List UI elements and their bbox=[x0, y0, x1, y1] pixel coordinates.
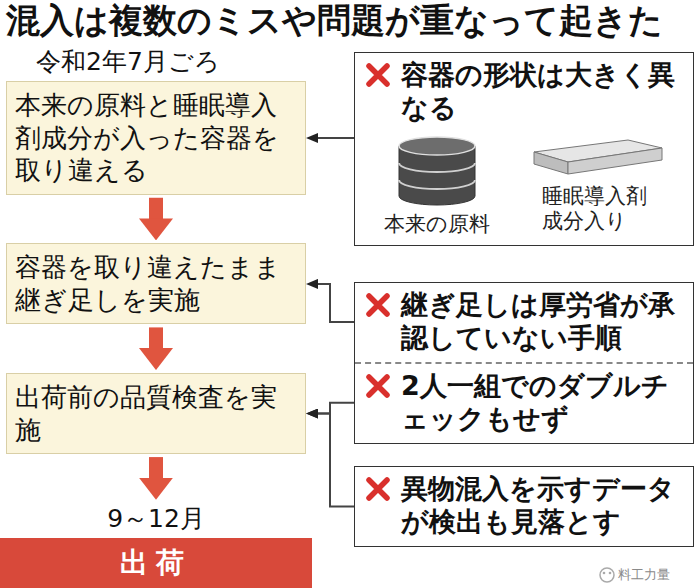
diagram-title: 混入は複数のミスや問題が重なって起きた bbox=[6, 0, 663, 41]
process-box: 出荷前の品質検査を実施 bbox=[6, 373, 306, 454]
box-shape: 本来の原料と睡眠導入剤成分が入った容器を取り違える bbox=[6, 81, 306, 195]
cause-text: 異物混入を示すデータが検出も見落とす bbox=[401, 473, 687, 539]
box-text: 本来の原料と睡眠導入剤成分が入った容器を取り違える bbox=[15, 89, 297, 187]
x-mark bbox=[364, 61, 392, 89]
cause-item: 異物混入を示すデータが検出も見落とす bbox=[355, 467, 693, 546]
cause-box: 継ぎ足しは厚労省が承認していない手順 2人一組でのダブルチェックもせず bbox=[354, 282, 694, 444]
cause-connector bbox=[317, 403, 354, 414]
cause-item: 継ぎ足しは厚労省が承認していない手順 bbox=[355, 283, 693, 362]
box-shape: 容器の形状は大きく異なる本来の原料 睡眠導入剤成分入り bbox=[354, 52, 694, 246]
figure-row: 本来の原料 睡眠導入剤成分入り bbox=[355, 132, 693, 245]
watermark-icon bbox=[600, 568, 614, 582]
cause-box: 異物混入を示すデータが検出も見落とす bbox=[354, 466, 694, 547]
x-mark bbox=[364, 291, 392, 319]
shipping-band: 9～12月出荷 bbox=[0, 503, 312, 588]
cause-item: 2人一組でのダブルチェックもせず bbox=[355, 362, 693, 443]
cause-item: 容器の形状は大きく異なる bbox=[355, 53, 693, 132]
x-mark bbox=[364, 372, 392, 400]
drum-container bbox=[395, 136, 479, 208]
flat-container bbox=[532, 136, 664, 180]
figure: 睡眠導入剤成分入り bbox=[532, 136, 664, 234]
box-text: 容器を取り違えたまま継ぎ足しを実施 bbox=[15, 251, 297, 316]
box-text: 出荷前の品質検査を実施 bbox=[15, 381, 297, 446]
cause-connector bbox=[317, 414, 354, 507]
cause-text: 2人一組でのダブルチェックもせず bbox=[401, 370, 687, 436]
process-box: 容器を取り違えたまま継ぎ足しを実施 bbox=[6, 243, 306, 324]
flow-arrow bbox=[149, 457, 163, 479]
box-shape: 容器を取り違えたまま継ぎ足しを実施 bbox=[6, 243, 306, 324]
figure: 本来の原料 bbox=[384, 136, 490, 237]
process-box: 令和2年7月ごろ本来の原料と睡眠導入剤成分が入った容器を取り違える bbox=[6, 46, 306, 195]
watermark: 料工力量 bbox=[618, 566, 670, 584]
box-text: 出荷 bbox=[0, 538, 312, 588]
cause-text: 容器の形状は大きく異なる bbox=[401, 59, 687, 125]
box-shape: 異物混入を示すデータが検出も見落とす bbox=[354, 466, 694, 547]
cause-connector bbox=[317, 137, 354, 139]
box-shape: 継ぎ足しは厚労省が承認していない手順 2人一組でのダブルチェックもせず bbox=[354, 282, 694, 444]
band-shape: 出荷 bbox=[0, 538, 312, 588]
figure-label: 睡眠導入剤成分入り bbox=[542, 184, 653, 234]
heading-text: 9～12月 bbox=[0, 503, 312, 538]
cause-text: 継ぎ足しは厚労省が承認していない手順 bbox=[401, 289, 687, 355]
cause-box: 容器の形状は大きく異なる本来の原料 睡眠導入剤成分入り bbox=[354, 52, 694, 246]
figure-label: 本来の原料 bbox=[384, 212, 490, 237]
box-shape: 出荷前の品質検査を実施 bbox=[6, 373, 306, 454]
x-mark bbox=[364, 475, 392, 503]
cause-connector bbox=[317, 284, 354, 322]
flow-arrow bbox=[149, 198, 163, 220]
heading-text: 令和2年7月ごろ bbox=[6, 46, 306, 81]
flow-arrow bbox=[149, 327, 163, 349]
